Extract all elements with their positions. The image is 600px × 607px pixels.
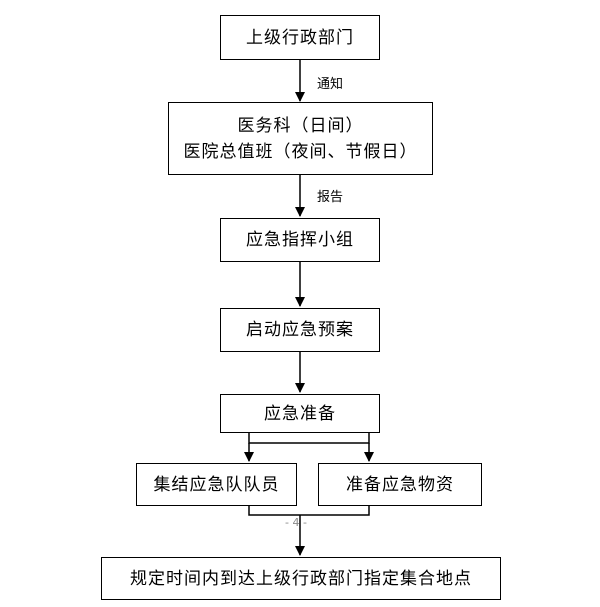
node-medical-dept-line2: 医院总值班（夜间、节假日）: [183, 141, 418, 162]
merge-connector: [248, 506, 370, 516]
node-medical-dept-line1: 医务科（日间）: [237, 115, 364, 136]
node-arrive-location-label: 规定时间内到达上级行政部门指定集合地点: [130, 568, 472, 589]
node-superior-dept: 上级行政部门: [220, 15, 380, 60]
node-assemble-team: 集结应急队队员: [136, 463, 297, 506]
node-medical-dept: 医务科（日间） 医院总值班（夜间、节假日）: [168, 102, 433, 175]
split-connector: [248, 433, 370, 444]
node-prepare: 应急准备: [220, 394, 380, 433]
node-prepare-supplies-label: 准备应急物资: [346, 474, 454, 495]
node-command-group: 应急指挥小组: [220, 218, 380, 262]
node-superior-dept-label: 上级行政部门: [246, 27, 354, 48]
node-start-plan: 启动应急预案: [220, 308, 380, 352]
node-assemble-team-label: 集结应急队队员: [153, 474, 280, 495]
node-command-group-label: 应急指挥小组: [246, 230, 354, 250]
page-number: - 4 -: [285, 516, 307, 529]
node-prepare-label: 应急准备: [264, 403, 336, 424]
edge-label-notify: 通知: [317, 77, 344, 92]
node-prepare-supplies: 准备应急物资: [318, 463, 482, 506]
node-arrive-location: 规定时间内到达上级行政部门指定集合地点: [101, 557, 501, 600]
node-start-plan-label: 启动应急预案: [246, 320, 354, 340]
edge-label-report: 报告: [317, 190, 344, 205]
